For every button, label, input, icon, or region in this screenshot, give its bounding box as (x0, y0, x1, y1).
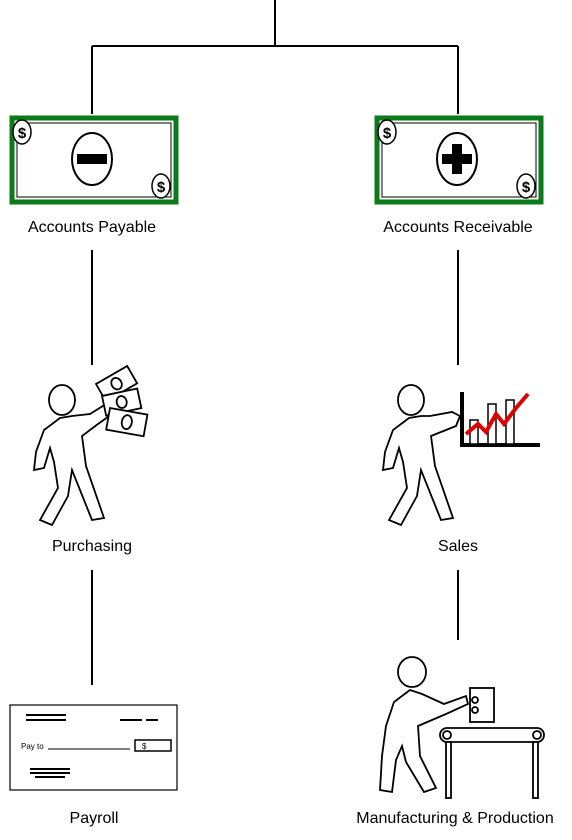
person-conveyor-icon (379, 656, 545, 799)
dollar-sign-icon: $ (18, 125, 27, 142)
plus-bill-icon: $ $ (374, 115, 544, 205)
node-label-sales: Sales (437, 538, 479, 555)
person-carrying-money-icon (32, 364, 149, 527)
node-label-accounts-payable: Accounts Payable (27, 219, 157, 236)
amount-symbol: $ (142, 742, 147, 751)
dollar-sign-icon: $ (522, 179, 531, 196)
check-icon: Pay to $ (9, 704, 178, 791)
node-label-purchasing: Purchasing (51, 538, 133, 555)
sales-chart-icon (460, 392, 540, 447)
node-label-payroll: Payroll (69, 810, 119, 827)
dollar-sign-icon: $ (383, 125, 392, 142)
node-label-manufacturing: Manufacturing & Production (356, 810, 554, 827)
pay-to-label: Pay to (21, 742, 44, 751)
connector-lines (91, 0, 459, 685)
node-label-accounts-receivable: Accounts Receivable (383, 219, 533, 236)
money-stack-icon (94, 364, 139, 403)
person-pointing-chart-icon (381, 384, 462, 527)
minus-bill-icon: $ $ (9, 115, 179, 205)
dollar-sign-icon: $ (157, 179, 166, 196)
